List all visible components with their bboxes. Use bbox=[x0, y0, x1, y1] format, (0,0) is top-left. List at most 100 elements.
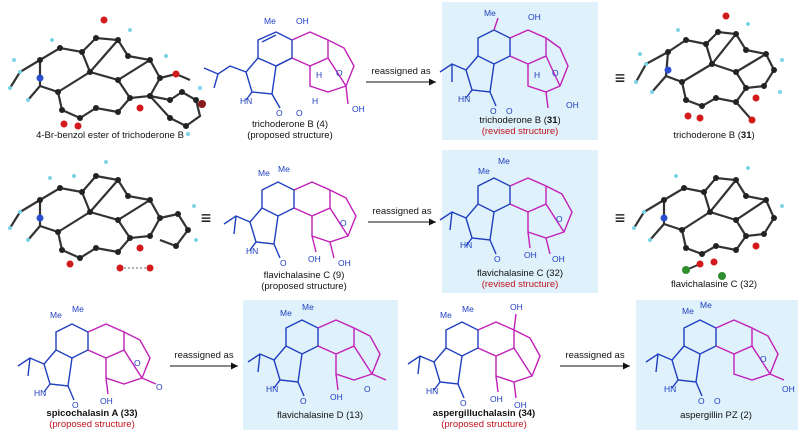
svg-text:Me: Me bbox=[258, 168, 270, 178]
svg-text:O: O bbox=[276, 108, 283, 118]
structure-spicochalasin-a bbox=[17, 323, 157, 401]
svg-text:HN: HN bbox=[246, 246, 258, 256]
caption-trichoderone-b-31: trichoderone B (31) bbox=[673, 130, 754, 141]
highlight-box-trichoderone-revised bbox=[442, 2, 598, 140]
svg-text:O: O bbox=[134, 358, 141, 368]
caption-flavichalasine-c-crystal: flavichalasine C (32) bbox=[671, 279, 757, 290]
svg-text:O: O bbox=[698, 396, 705, 406]
caption-spicochalasin-a: spicochalasin A (33) bbox=[46, 408, 137, 419]
caption-flavichalasine-c-proposed: flavichalasine C (9) bbox=[264, 270, 345, 281]
svg-text:Me: Me bbox=[72, 304, 84, 314]
structure-aspergillin-pz bbox=[645, 319, 785, 397]
svg-text:HN: HN bbox=[458, 94, 470, 104]
structure-flavichalasine-c-proposed bbox=[223, 181, 357, 259]
svg-text:O: O bbox=[156, 382, 163, 392]
crystal-structure-flavichalasine-c-left bbox=[8, 160, 198, 272]
crystal-structure-flavichalasine-c-right bbox=[632, 166, 784, 280]
svg-text:H: H bbox=[534, 70, 540, 80]
svg-text:OH: OH bbox=[338, 258, 351, 268]
svg-text:OH: OH bbox=[296, 16, 309, 26]
svg-text:Me: Me bbox=[484, 8, 496, 18]
svg-text:O: O bbox=[760, 354, 767, 364]
caption-trichoderone-ester: 4-Br-benzol ester of trichoderone B bbox=[36, 130, 184, 141]
svg-text:HN: HN bbox=[460, 240, 472, 250]
svg-text:O: O bbox=[296, 108, 303, 118]
svg-text:OH: OH bbox=[514, 400, 527, 410]
structure-flavichalasine-c-revised bbox=[439, 177, 573, 255]
svg-text:Me: Me bbox=[498, 156, 510, 166]
svg-text:OH: OH bbox=[782, 384, 795, 394]
svg-text:H: H bbox=[316, 70, 322, 80]
svg-text:OH: OH bbox=[490, 394, 503, 404]
caption-flavichalasine-c-revised: flavichalasine C (32) bbox=[477, 268, 563, 279]
svg-text:O: O bbox=[714, 396, 721, 406]
svg-text:Me: Me bbox=[478, 166, 490, 176]
atom-labels-flavichalasine-d: Me Me HN O OH O bbox=[266, 302, 371, 406]
svg-text:Me: Me bbox=[462, 304, 474, 314]
arrow-label-3: reassigned as bbox=[174, 350, 233, 361]
atom-labels-aspergillin-pz: Me Me HN O O O OH bbox=[664, 300, 795, 406]
arrow-label-2: reassigned as bbox=[372, 206, 431, 217]
structure-trichoderone-b-proposed bbox=[203, 31, 355, 109]
atom-labels-flavichalasine-c-proposed: Me Me HN O OH OH O bbox=[246, 164, 351, 268]
svg-text:O: O bbox=[364, 384, 371, 394]
note-aspergilluchalasin: (proposed structure) bbox=[441, 419, 527, 430]
svg-text:Me: Me bbox=[700, 300, 712, 310]
structure-aspergilluchalasin bbox=[407, 313, 541, 399]
highlight-box-aspergillin-pz bbox=[636, 300, 798, 430]
crystal-structure-trichoderone-b-31 bbox=[634, 12, 784, 124]
svg-text:O: O bbox=[300, 396, 307, 406]
atom-labels-flavichalasine-c-revised: Me Me HN O OH OH O bbox=[460, 156, 565, 264]
svg-text:OH: OH bbox=[528, 12, 541, 22]
svg-text:OH: OH bbox=[552, 254, 565, 264]
bromine-atom bbox=[198, 100, 206, 108]
note-spicochalasin-a: (proposed structure) bbox=[49, 419, 135, 430]
svg-text:Me: Me bbox=[278, 164, 290, 174]
svg-text:O: O bbox=[460, 398, 467, 408]
svg-text:OH: OH bbox=[524, 250, 537, 260]
highlight-box-flavichalasine-c-revised bbox=[442, 150, 598, 293]
caption-trichoderone-b-proposed: trichoderone B (4) bbox=[252, 119, 328, 130]
svg-text:HN: HN bbox=[34, 388, 46, 398]
svg-text:OH: OH bbox=[352, 104, 365, 114]
svg-text:O: O bbox=[556, 214, 563, 224]
svg-text:O: O bbox=[552, 68, 559, 78]
svg-text:Me: Me bbox=[682, 306, 694, 316]
atom-labels-aspergilluchalasin: Me Me OH HN O OH OH bbox=[426, 302, 527, 410]
svg-text:OH: OH bbox=[308, 254, 321, 264]
svg-text:Me: Me bbox=[440, 310, 452, 320]
svg-text:OH: OH bbox=[510, 302, 523, 312]
equivalence-symbol-3: ≡ bbox=[615, 208, 626, 228]
svg-text:Me: Me bbox=[50, 310, 62, 320]
structure-trichoderone-b-revised bbox=[439, 17, 569, 109]
crystal-structure-trichoderone-ester bbox=[8, 16, 206, 136]
note-flavichalasine-c-proposed: (proposed structure) bbox=[261, 281, 347, 292]
svg-text:OH: OH bbox=[330, 392, 343, 402]
atom-labels-trichoderone-b-proposed: Me OH HN O O O OH H H bbox=[240, 16, 365, 118]
note-trichoderone-b-proposed: (proposed structure) bbox=[247, 130, 333, 141]
caption-trichoderone-b-revised: trichoderone B (31) bbox=[479, 115, 560, 126]
note-trichoderone-b-revised: (revised structure) bbox=[482, 126, 559, 137]
arrow-reassigned-2 bbox=[368, 218, 436, 226]
arrow-reassigned-1 bbox=[366, 78, 436, 86]
caption-aspergillin-pz: aspergillin PZ (2) bbox=[680, 410, 752, 421]
svg-text:O: O bbox=[336, 68, 343, 78]
svg-text:O: O bbox=[340, 218, 347, 228]
note-flavichalasine-c-revised: (revised structure) bbox=[482, 279, 559, 290]
svg-text:Me: Me bbox=[264, 16, 276, 26]
svg-text:O: O bbox=[280, 258, 287, 268]
arrow-label-4: reassigned as bbox=[565, 350, 624, 361]
atom-labels-spicochalasin-a: Me Me HN O OH O O bbox=[34, 304, 163, 410]
arrow-reassigned-4 bbox=[560, 362, 630, 370]
svg-text:O: O bbox=[490, 106, 497, 116]
svg-text:H: H bbox=[312, 96, 318, 106]
caption-aspergilluchalasin: aspergilluchalasin (34) bbox=[433, 408, 535, 419]
svg-text:HN: HN bbox=[266, 384, 278, 394]
svg-text:OH: OH bbox=[100, 396, 113, 406]
svg-text:HN: HN bbox=[426, 386, 438, 396]
arrow-label-1: reassigned as bbox=[371, 66, 430, 77]
caption-flavichalasine-d: flavichalasine D (13) bbox=[277, 410, 363, 421]
svg-text:O: O bbox=[72, 400, 79, 410]
svg-text:HN: HN bbox=[664, 384, 676, 394]
